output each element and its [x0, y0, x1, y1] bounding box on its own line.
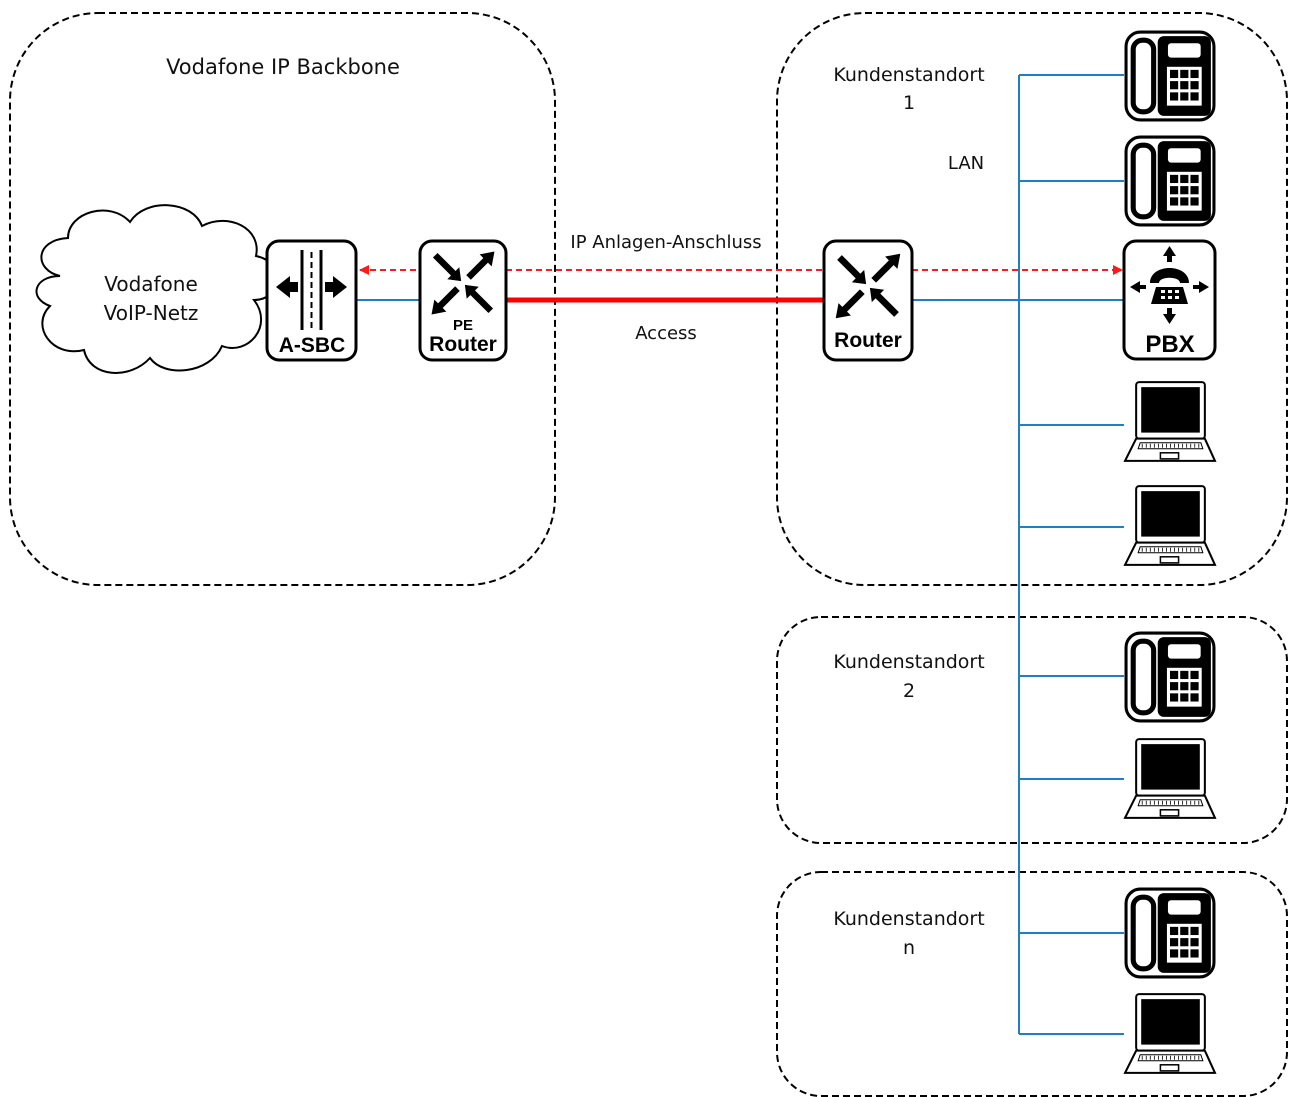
- desk-phone-icon: [1126, 32, 1214, 120]
- laptop-icon: [1124, 485, 1216, 566]
- zone-site-n: [776, 871, 1288, 1097]
- zone-site-2: [776, 616, 1288, 844]
- site-n-number: n: [903, 937, 915, 959]
- lan-label: LAN: [948, 153, 984, 174]
- backbone-title: Vodafone IP Backbone: [166, 55, 400, 79]
- laptop-icon: [1124, 738, 1216, 819]
- pbx-label: PBX: [1145, 331, 1194, 358]
- desk-phone-icon: [1126, 889, 1214, 977]
- site-1-number: 1: [903, 92, 915, 114]
- pe-router-icon: [418, 239, 508, 362]
- laptop-icon: [1124, 993, 1216, 1074]
- router-label: Router: [834, 329, 902, 352]
- router-icon: [822, 239, 914, 362]
- pbx-icon: [1122, 239, 1217, 361]
- site-2-number: 2: [903, 680, 915, 702]
- cloud-icon: [35, 204, 278, 374]
- pe-router-label-bottom: Router: [429, 333, 497, 356]
- lan-bus: [912, 74, 1124, 1035]
- access-label: Access: [635, 323, 697, 344]
- desk-phone-icon: [1126, 633, 1214, 721]
- cloud-label-line1: Vodafone: [104, 272, 198, 296]
- cloud-label-line2: VoIP-Netz: [104, 301, 199, 325]
- trunk-label: IP Anlagen-Anschluss: [570, 232, 761, 253]
- pe-router-label-top: PE: [453, 317, 473, 334]
- sbc-icon: [265, 239, 358, 362]
- sbc-label: A-SBC: [279, 334, 346, 357]
- laptop-icon: [1124, 381, 1216, 462]
- site-2-label: Kundenstandort: [833, 651, 984, 673]
- site-1-label: Kundenstandort: [833, 64, 984, 86]
- desk-phone-icon: [1126, 137, 1214, 225]
- site-n-label: Kundenstandort: [833, 908, 984, 930]
